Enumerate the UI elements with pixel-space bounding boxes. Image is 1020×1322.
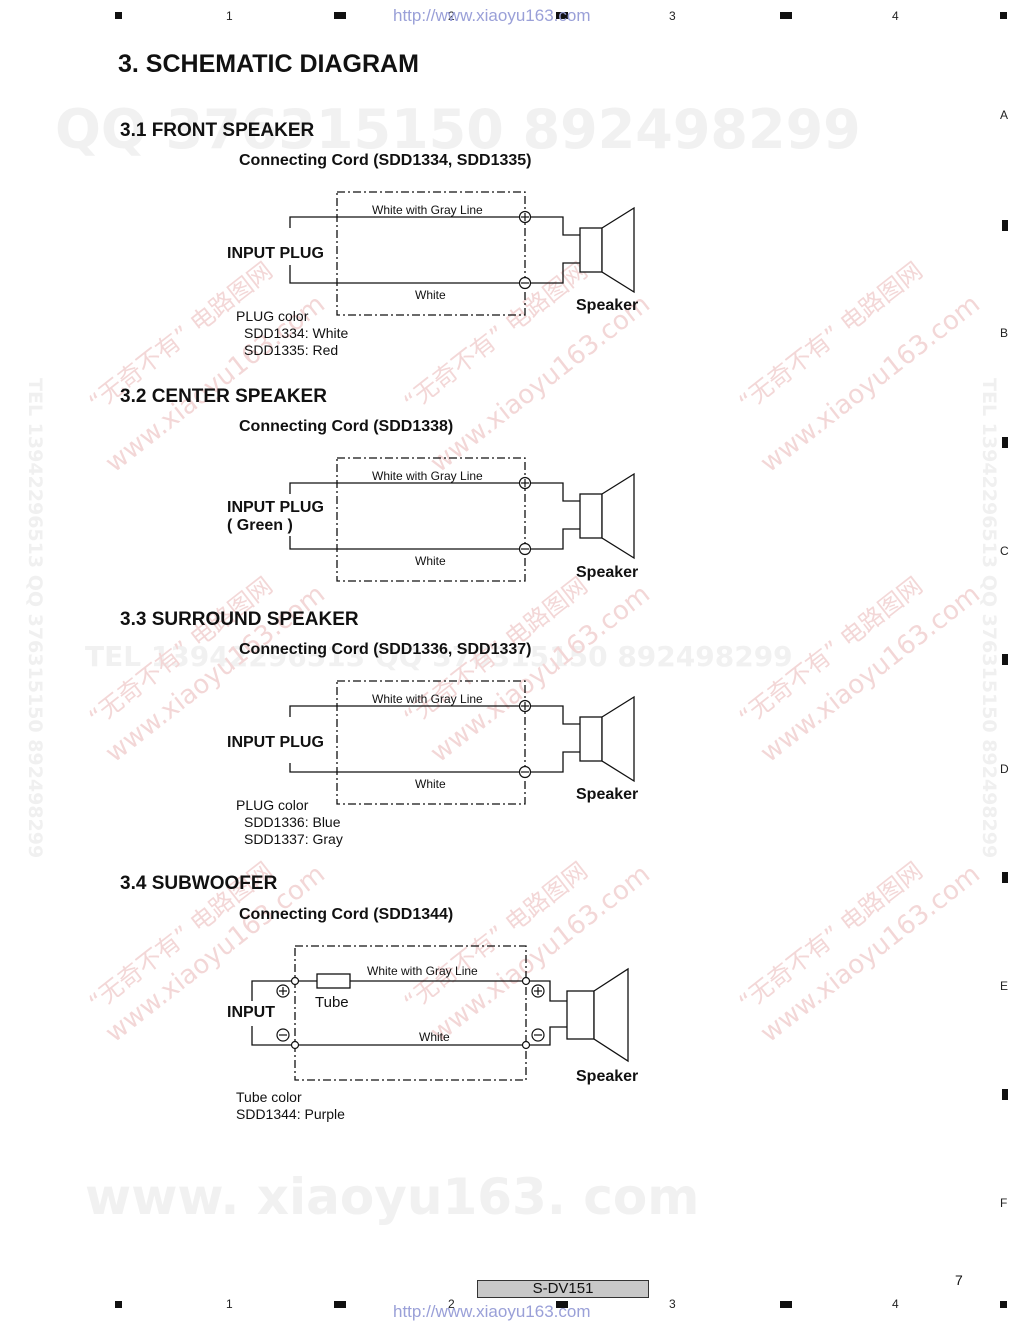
footer-url-link[interactable]: http://www.xiaoyu163.com [393, 1302, 591, 1321]
note-line: Tube color [236, 1089, 302, 1105]
surround-wiring-svg [289, 680, 635, 805]
top-wire-label: White with Gray Line [372, 203, 483, 217]
note-line: SDD1337: Gray [244, 831, 343, 847]
grid-number: 4 [892, 1297, 899, 1311]
speaker-label: Speaker [576, 297, 639, 314]
note-line: SDD1335: Red [244, 342, 339, 358]
cord-title-surround: Connecting Cord (SDD1336, SDD1337) [239, 641, 532, 658]
note-line: PLUG color [236, 797, 309, 813]
speaker-label: Speaker [576, 1068, 639, 1085]
grid-marker [334, 1301, 346, 1308]
grid-marker [556, 12, 568, 19]
center-speaker-diagram: White with Gray Line White INPUT PLUG ( … [0, 456, 1020, 586]
side-letter: B [1000, 326, 1009, 340]
watermark-tel-line: TEL 13942296513 QQ 376315150 892498299 [85, 640, 793, 673]
bottom-wire-label: White [415, 554, 446, 568]
input-plug-label: INPUT PLUG [227, 734, 324, 751]
section-title-front: 3.1 FRONT SPEAKER [120, 120, 315, 141]
bottom-wire-label: White [415, 777, 446, 791]
grid-marker [556, 1301, 568, 1308]
top-wire-label: White with Gray Line [367, 964, 478, 978]
grid-marker [780, 1301, 792, 1308]
input-label: INPUT [227, 1004, 275, 1021]
side-letter: D [1000, 762, 1009, 776]
tube-color-note: Tube color SDD1344: Purple [236, 1089, 345, 1123]
note-line: SDD1336: Blue [244, 814, 341, 830]
watermark-bottom-url: www. xiaoyu163. com [85, 1168, 700, 1226]
subwoofer-diagram: White with Gray Line White Tube INPUT Sp… [0, 944, 1020, 1085]
section-title-center: 3.2 CENTER SPEAKER [120, 386, 327, 407]
watermark-qq-line: QQ 376315150 892498299 [55, 98, 861, 161]
side-letter: A [1000, 108, 1009, 122]
section-title-subwoofer: 3.4 SUBWOOFER [120, 873, 278, 894]
bottom-wire-label: White [419, 1030, 450, 1044]
grid-marker [115, 1301, 122, 1308]
note-line: SDD1334: White [244, 325, 349, 341]
section-title-surround: 3.3 SURROUND SPEAKER [120, 609, 359, 630]
front-speaker-diagram: White with Gray Line White INPUT PLUG Sp… [0, 190, 1020, 320]
side-marker [1002, 1089, 1008, 1100]
cord-title-front: Connecting Cord (SDD1334, SDD1335) [239, 152, 532, 169]
subwoofer-wiring-svg [251, 945, 629, 1081]
grid-marker [780, 12, 792, 19]
side-marker [1002, 437, 1008, 448]
page-number: 7 [955, 1272, 963, 1288]
speaker-label: Speaker [576, 786, 639, 803]
grid-number: 3 [669, 9, 676, 23]
note-line: SDD1344: Purple [236, 1106, 345, 1122]
side-letter: C [1000, 544, 1009, 558]
input-plug-color: ( Green ) [227, 517, 293, 534]
front-wiring-svg [289, 191, 635, 316]
grid-number: 1 [226, 1297, 233, 1311]
side-letter: F [1000, 1196, 1008, 1210]
grid-marker [1000, 12, 1007, 19]
cord-title-subwoofer: Connecting Cord (SDD1344) [239, 906, 454, 923]
model-number-badge: S-DV151 [477, 1280, 649, 1298]
note-line: PLUG color [236, 308, 309, 324]
cord-title-center: Connecting Cord (SDD1338) [239, 418, 454, 435]
page-title: 3. SCHEMATIC DIAGRAM [118, 50, 419, 78]
surround-speaker-diagram: White with Gray Line White INPUT PLUG Sp… [0, 679, 1020, 809]
plug-color-note: PLUG color SDD1334: White SDD1335: Red [236, 308, 348, 359]
plug-color-note: PLUG color SDD1336: Blue SDD1337: Gray [236, 797, 343, 848]
bottom-wire-label: White [415, 288, 446, 302]
top-wire-label: White with Gray Line [372, 692, 483, 706]
side-marker [1002, 654, 1008, 665]
center-wiring-svg [289, 457, 635, 582]
input-plug-label: INPUT PLUG [227, 499, 324, 516]
grid-marker [1000, 1301, 1007, 1308]
grid-marker [334, 12, 346, 19]
side-marker [1002, 220, 1008, 231]
top-wire-label: White with Gray Line [372, 469, 483, 483]
side-marker [1002, 872, 1008, 883]
header-url-link[interactable]: http://www.xiaoyu163.com [393, 6, 591, 25]
side-letter: E [1000, 979, 1009, 993]
grid-number: 3 [669, 1297, 676, 1311]
grid-number: 1 [226, 9, 233, 23]
input-plug-label: INPUT PLUG [227, 245, 324, 262]
grid-number: 2 [448, 9, 455, 23]
grid-number: 4 [892, 9, 899, 23]
speaker-label: Speaker [576, 564, 639, 581]
grid-marker [115, 12, 122, 19]
tube-label: Tube [315, 994, 349, 1011]
grid-number: 2 [448, 1297, 455, 1311]
